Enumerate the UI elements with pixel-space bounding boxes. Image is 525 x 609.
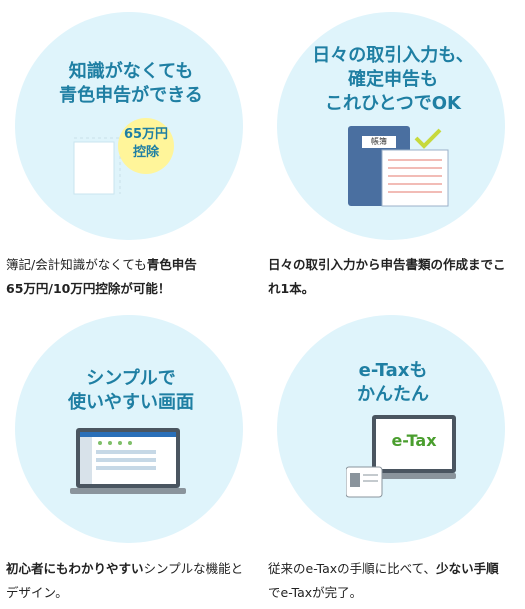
feature-heading: e-Taxも かんたん xyxy=(357,360,429,405)
feature-description: 日々の取引入力から申告書類の作成までこれ1本。 xyxy=(268,257,506,296)
ledger-label: 帳簿 xyxy=(371,137,387,146)
document-illustration xyxy=(72,128,182,202)
laptop-illustration xyxy=(70,428,186,502)
feature-card-all-in-one: 日々の取引入力も、 確定申告も これひとつでOK 帳簿 日々の取引入力から申告書… xyxy=(262,0,524,304)
feature-description: 初心者にもわかりやすいシンプルな機能とデザイン。 xyxy=(6,561,244,600)
ledger-book-icon xyxy=(348,126,449,207)
laptop-icon xyxy=(70,428,186,494)
etax-illustration xyxy=(345,415,456,511)
etax-screen-label: e-Tax xyxy=(391,431,437,450)
feature-card-no-knowledge: 知識がなくても 青色申告ができる 65万円 控除 簿記/会計知識がなくても青色申… xyxy=(0,0,262,304)
deduction-badge: 65万円 控除 xyxy=(118,118,174,174)
feature-description: 従来のe-Taxの手順に比べて、少ない手順でe-Taxが完了。 xyxy=(268,561,499,600)
feature-heading: 日々の取引入力も、 確定申告も これひとつでOK xyxy=(312,45,474,114)
etax-laptop-icon xyxy=(345,415,456,498)
feature-heading: シンプルで 使いやすい画面 xyxy=(68,368,194,413)
paper-icon xyxy=(73,137,121,195)
feature-card-simple-screen: シンプルで 使いやすい画面 初心者にもわかりやすいシンプルな機能とデザイン。 xyxy=(0,305,262,609)
feature-description: 簿記/会計知識がなくても青色申告 65万円/10万円控除が可能！ xyxy=(6,257,197,296)
feature-heading: 知識がなくても 青色申告ができる xyxy=(59,61,203,106)
feature-card-etax: e-Taxも かんたん e-Tax 従来のe-Taxの手順に比べて、少ない手順で… xyxy=(262,305,524,609)
ledger-illustration xyxy=(348,124,458,214)
